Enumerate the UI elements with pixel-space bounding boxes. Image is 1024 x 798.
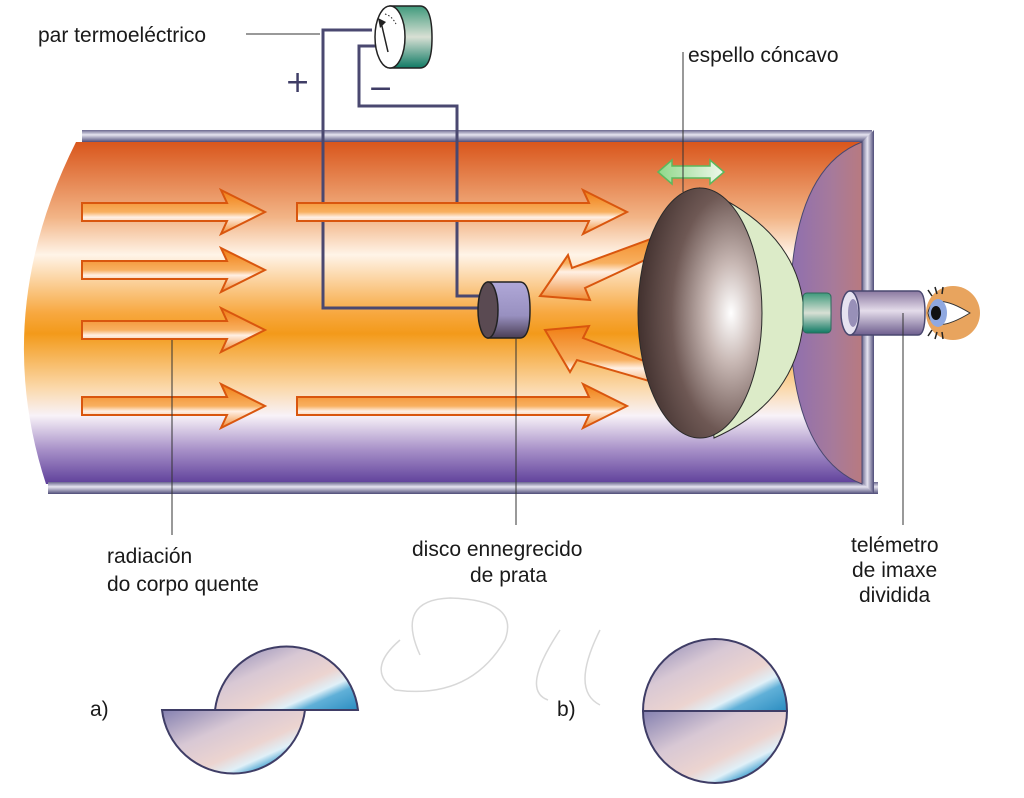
panel-b-split-image — [641, 638, 789, 784]
split-image-rangefinder — [840, 290, 926, 336]
label-panel-a: a) — [90, 698, 109, 721]
radiation-arrow — [81, 245, 268, 295]
label-panel-b: b) — [557, 698, 576, 721]
radiation-arrow — [296, 381, 630, 431]
panel-a-upper-half — [213, 645, 360, 711]
meter-face — [374, 5, 406, 69]
leader-lines — [171, 33, 904, 535]
label-rangefinder-line1: telémetro — [851, 534, 939, 557]
label-radiation-line1: radiación — [107, 545, 192, 568]
negative-sign: − — [368, 71, 393, 106]
thermocouple-meter — [374, 5, 433, 69]
gauge-scale-icon — [384, 13, 397, 25]
label-radiation-line2: do corpo quente — [107, 573, 259, 596]
eye-icon — [926, 286, 980, 340]
disc-face — [477, 281, 499, 339]
radiation-arrow — [81, 187, 268, 237]
mirror-movement-double-arrow-icon — [656, 158, 726, 186]
mirror-surface — [637, 187, 763, 439]
tube-bottom-rim — [48, 482, 878, 494]
incoming-radiation-arrows — [81, 187, 630, 431]
radiation-arrow — [81, 305, 268, 355]
radiation-arrow — [81, 381, 268, 431]
eyepiece-body — [849, 290, 926, 336]
connector-cylinder — [802, 292, 832, 334]
eye-lashes — [927, 286, 944, 340]
gauge-needle-tip-icon — [378, 18, 386, 28]
label-concave-mirror: espello cóncavo — [688, 44, 839, 67]
concave-mirror — [637, 187, 805, 439]
gauge-needle-icon — [380, 21, 389, 53]
blackened-silver-disc — [477, 281, 531, 339]
wire-positive — [321, 28, 480, 310]
positive-sign: + — [285, 65, 310, 100]
panel-a-lower-half — [160, 709, 307, 775]
label-disc-line2: de prata — [470, 564, 547, 587]
wire-negative — [357, 44, 480, 298]
panel-b-upper-half — [641, 638, 789, 712]
panel-b-lower-half — [641, 710, 789, 784]
mirror-connector — [802, 292, 832, 334]
tube-top-rim — [82, 130, 872, 142]
disc-body — [487, 281, 531, 339]
label-thermocouple: par termoeléctrico — [38, 24, 206, 47]
radiation-arrow — [296, 187, 630, 237]
thermocouple-wires — [321, 28, 480, 310]
eye-pupil — [931, 306, 941, 320]
panel-a-split-image — [160, 645, 360, 775]
label-disc-line1: disco ennegrecido — [412, 538, 582, 561]
label-rangefinder-line2: de imaxe — [852, 559, 937, 582]
watermark-flourish — [380, 597, 601, 706]
label-rangefinder-line3: dividida — [859, 584, 931, 607]
